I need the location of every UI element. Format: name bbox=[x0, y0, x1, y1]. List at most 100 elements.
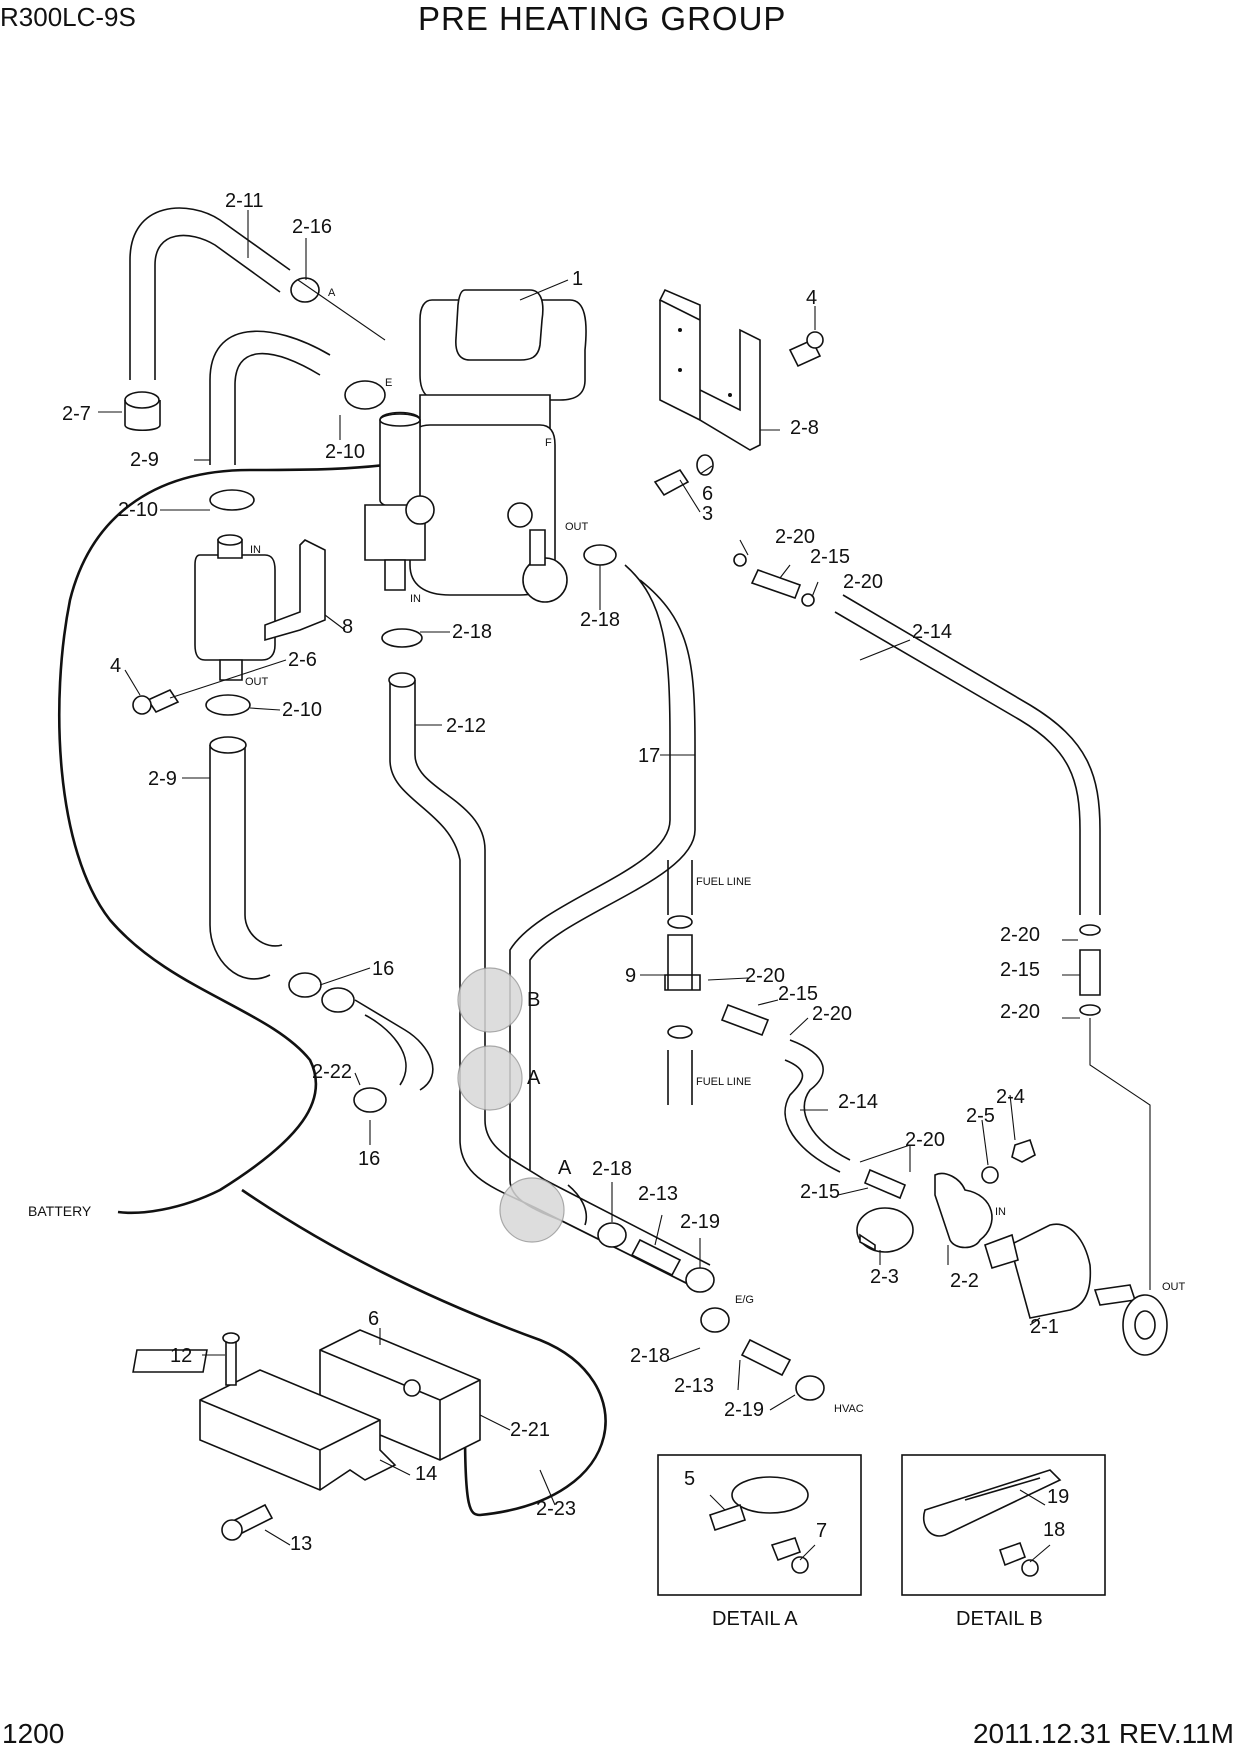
detail-marker-a2 bbox=[499, 1177, 565, 1243]
detail-b-caption: DETAIL B bbox=[956, 1608, 1043, 1630]
hose-2-14-top bbox=[834, 594, 1101, 915]
label-detail-b: B bbox=[527, 989, 540, 1011]
port-label-out-pump2: OUT bbox=[1162, 1281, 1186, 1293]
label-2-14-mid: 2-14 bbox=[838, 1091, 878, 1113]
clamp-bracket-5 bbox=[708, 1476, 809, 1574]
washer-2-5 bbox=[981, 1166, 999, 1184]
port-label-in-pump2: IN bbox=[995, 1206, 1006, 1218]
label-2-11: 2-11 bbox=[225, 190, 264, 212]
hose-2-22 bbox=[354, 999, 434, 1091]
label-2-20-e: 2-20 bbox=[1000, 924, 1040, 946]
fuel-pump-2-6 bbox=[194, 534, 276, 681]
label-18: 18 bbox=[1043, 1519, 1065, 1541]
heater-unit bbox=[364, 289, 587, 603]
label-9: 9 bbox=[625, 965, 636, 987]
label-2-20-g: 2-20 bbox=[905, 1129, 945, 1151]
label-6-bottom: 6 bbox=[368, 1308, 379, 1330]
label-17: 17 bbox=[638, 745, 660, 767]
label-2-15-d: 2-15 bbox=[800, 1181, 840, 1203]
controller-harness bbox=[241, 1188, 607, 1517]
pipe-2-15-low bbox=[863, 1168, 907, 1200]
label-2-20-d: 2-20 bbox=[812, 1003, 852, 1025]
label-1: 1 bbox=[572, 268, 583, 290]
label-2-20-f: 2-20 bbox=[1000, 1001, 1040, 1023]
washer-6-top bbox=[696, 454, 714, 476]
label-16-b: 16 bbox=[358, 1148, 380, 1170]
bracket-8 bbox=[264, 539, 326, 642]
label-2-15-c: 2-15 bbox=[1000, 959, 1040, 981]
label-2-18-top: 2-18 bbox=[580, 609, 620, 631]
label-2-18-low2: 2-18 bbox=[630, 1345, 670, 1367]
label-2-15-b: 2-15 bbox=[778, 983, 818, 1005]
hose-2-11 bbox=[129, 207, 291, 380]
label-16-a: 16 bbox=[372, 958, 394, 980]
label-14: 14 bbox=[415, 1463, 437, 1485]
bracket-2-2 bbox=[934, 1172, 993, 1249]
clamp-2-16 bbox=[290, 277, 320, 303]
port-label-out-heater: OUT bbox=[565, 521, 589, 533]
page-title: PRE HEATING GROUP bbox=[418, 0, 787, 37]
label-2-18-low: 2-18 bbox=[592, 1158, 632, 1180]
label-2-19-b: 2-19 bbox=[724, 1399, 764, 1421]
label-2-10-low: 2-10 bbox=[282, 699, 322, 721]
label-2-4: 2-4 bbox=[996, 1086, 1025, 1108]
wiring-harness bbox=[58, 399, 549, 1215]
label-2-5: 2-5 bbox=[966, 1105, 995, 1127]
clamp-2-10-mid bbox=[209, 489, 255, 511]
label-2-20-c: 2-20 bbox=[745, 965, 785, 987]
bolt-13 bbox=[221, 1503, 274, 1541]
label-2-12: 2-12 bbox=[446, 715, 486, 737]
detail-marker-b bbox=[457, 967, 523, 1033]
label-8: 8 bbox=[342, 616, 353, 638]
bolt-3 bbox=[653, 468, 690, 497]
port-label-a: A bbox=[328, 287, 336, 299]
cap-2-7 bbox=[124, 391, 160, 409]
label-13: 13 bbox=[290, 1533, 312, 1555]
label-2-20-b: 2-20 bbox=[843, 571, 883, 593]
label-detail-a: A bbox=[527, 1067, 541, 1089]
label-2-2: 2-2 bbox=[950, 1270, 979, 1292]
hose-2-9-bottom bbox=[209, 745, 283, 980]
battery-label: BATTERY bbox=[28, 1203, 92, 1219]
leader-lines bbox=[98, 210, 1080, 1563]
port-label-hvac: HVAC bbox=[834, 1403, 864, 1415]
clamp-16-b bbox=[321, 987, 355, 1013]
port-label-in-heater: IN bbox=[410, 593, 421, 605]
pipe-2-15-mid bbox=[720, 1003, 770, 1037]
model-number: R300LC-9S bbox=[0, 2, 136, 32]
label-2-15-a: 2-15 bbox=[810, 546, 850, 568]
label-3: 3 bbox=[702, 503, 713, 525]
label-2-10-mid: 2-10 bbox=[118, 499, 158, 521]
detail-a-caption: DETAIL A bbox=[712, 1608, 798, 1630]
tee-fitting-9 bbox=[664, 934, 701, 991]
label-6-top: 6 bbox=[702, 483, 713, 505]
label-2-13-a: 2-13 bbox=[638, 1183, 678, 1205]
label-2-1: 2-1 bbox=[1030, 1316, 1059, 1338]
port-label-out-pump: OUT bbox=[245, 676, 269, 688]
label-2-22: 2-22 bbox=[312, 1061, 352, 1083]
slotted-bracket-19 bbox=[923, 1469, 1062, 1577]
fuel-line-top bbox=[667, 860, 693, 915]
page-number: 1200 bbox=[2, 1718, 65, 1749]
port-label-eg: E/G bbox=[735, 1294, 754, 1306]
port-label-f: F bbox=[545, 437, 552, 449]
clamp-2-10-top bbox=[344, 380, 386, 410]
label-2-8: 2-8 bbox=[790, 417, 819, 439]
port-label-in-pump: IN bbox=[250, 544, 261, 556]
fuel-line-bottom bbox=[667, 1050, 693, 1105]
label-2-16: 2-16 bbox=[292, 216, 332, 238]
label-2-9-bottom: 2-9 bbox=[148, 768, 177, 790]
label-detail-a2: A bbox=[558, 1157, 572, 1179]
port-label-e: E bbox=[385, 377, 392, 389]
pipe-2-13-b bbox=[740, 1338, 792, 1377]
mounting-bracket bbox=[658, 288, 761, 451]
pump-2-1 bbox=[984, 1223, 1168, 1356]
nut-2-4 bbox=[1011, 1138, 1036, 1163]
label-4-top: 4 bbox=[806, 287, 817, 309]
detail-a-box bbox=[657, 1454, 862, 1596]
fuel-line-label-bottom: FUEL LINE bbox=[696, 1076, 751, 1088]
mount-bracket-14 bbox=[199, 1369, 397, 1491]
label-2-18-mid: 2-18 bbox=[452, 621, 492, 643]
clamp-2-18-low bbox=[597, 1222, 627, 1248]
